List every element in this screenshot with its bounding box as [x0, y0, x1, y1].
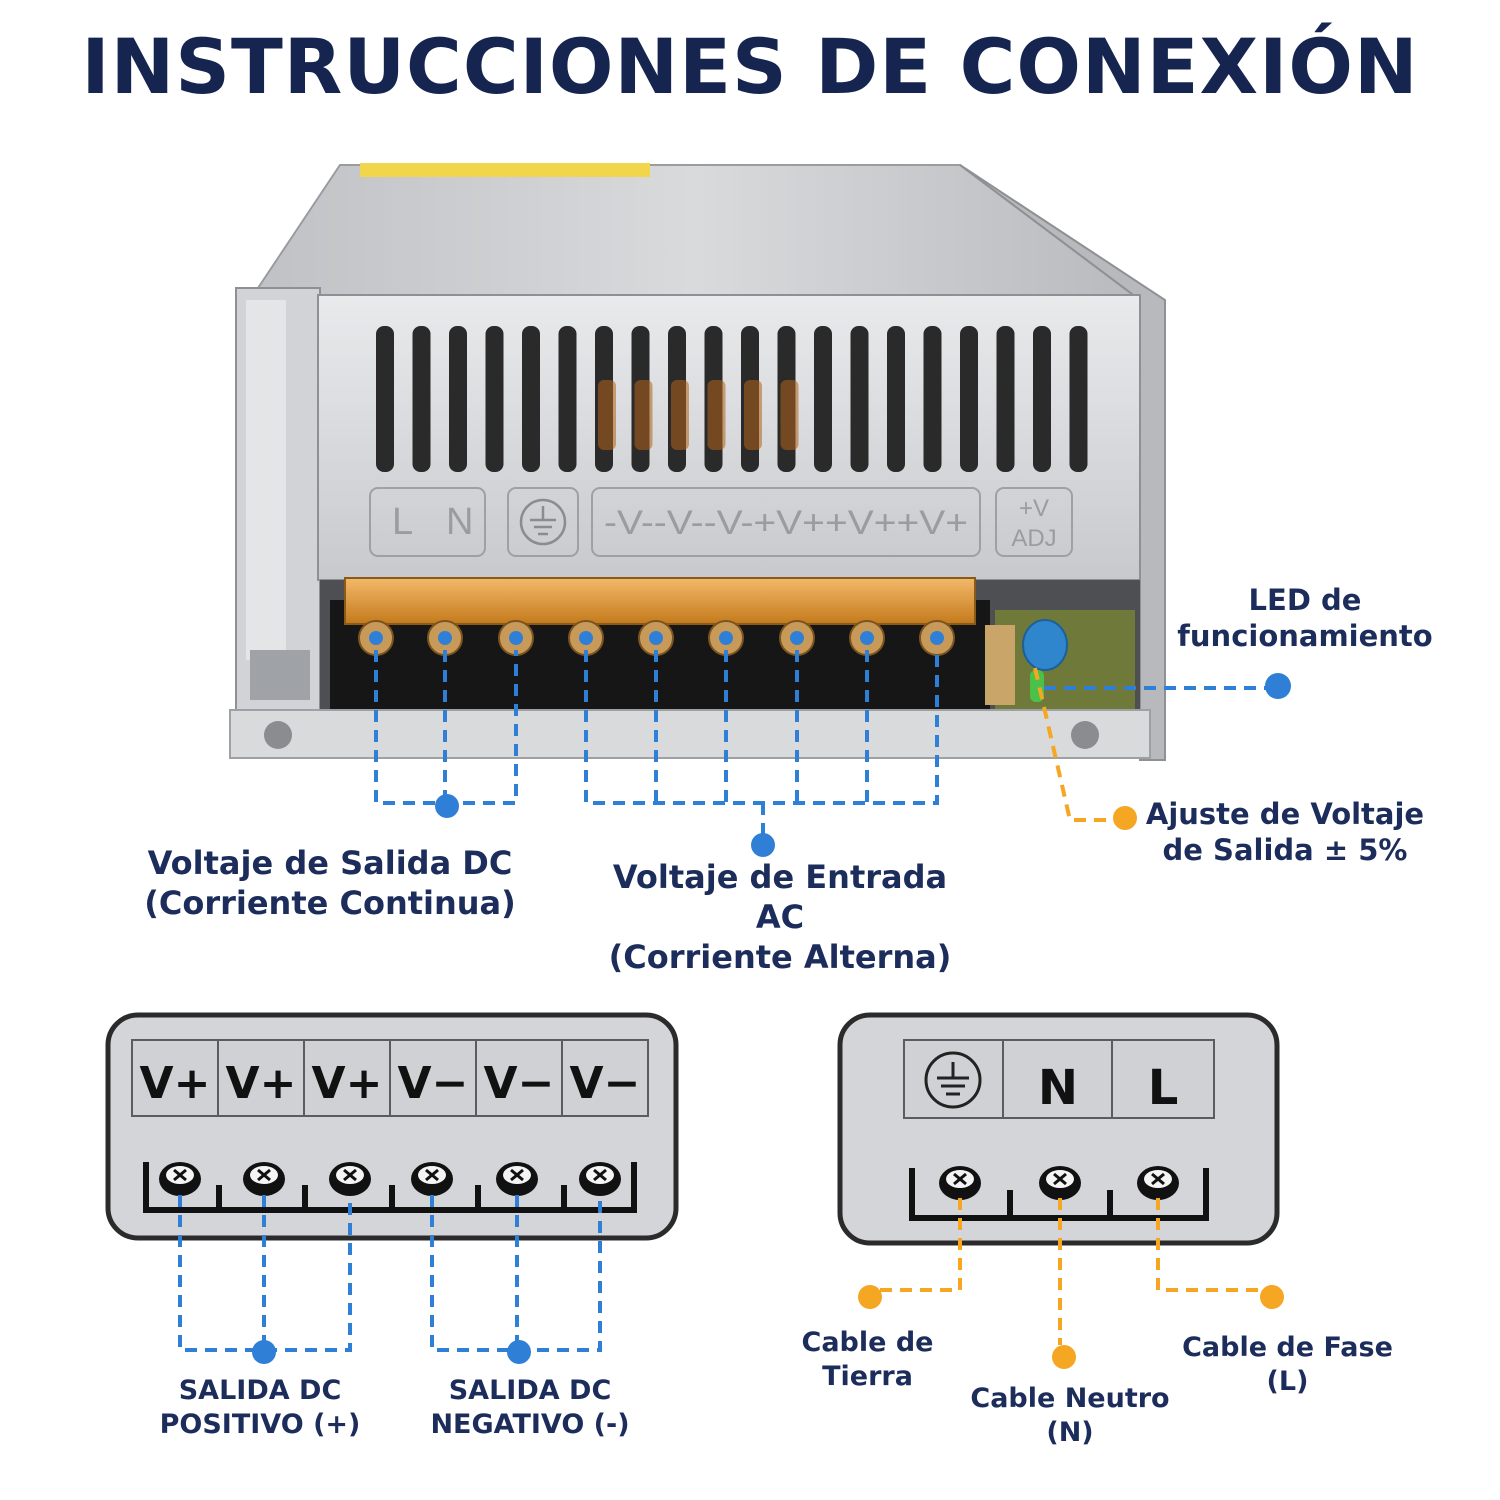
terminal-dot — [790, 631, 804, 645]
panel-label-adj-top: +V — [1019, 495, 1049, 522]
power-supply-device — [229, 163, 1166, 761]
terminal-dot — [860, 631, 874, 645]
dc-negative-line — [430, 1195, 602, 1352]
connector-dot — [751, 833, 775, 857]
vent-slot — [923, 326, 942, 472]
dc-terminal-label: V+ — [312, 1058, 383, 1109]
adjust-potentiometer — [1022, 619, 1068, 671]
vent-slot — [412, 326, 431, 472]
connector-dot — [252, 1340, 276, 1364]
panel-label-adj-bottom: ADJ — [1011, 525, 1056, 552]
panel-ground-icon — [519, 498, 567, 546]
dc-terminal-label: V+ — [226, 1058, 297, 1109]
terminal-dot — [649, 631, 663, 645]
vent-slot — [1069, 326, 1088, 472]
terminal-dot — [719, 631, 733, 645]
callout-ac-input: Voltaje de Entrada AC(Corriente Alterna) — [608, 858, 952, 976]
coil-glimpse — [598, 380, 616, 450]
earth-line — [880, 1198, 962, 1292]
vent-slot — [376, 326, 394, 472]
ac-terminal-n: N — [1038, 1060, 1078, 1116]
vent-slot — [558, 326, 577, 472]
vent-slots — [376, 326, 1088, 472]
terminal-screws — [358, 620, 955, 656]
connector-dot — [507, 1340, 531, 1364]
vent-slot — [850, 326, 869, 472]
ac-terminal-l: L — [1148, 1060, 1179, 1116]
label-neutral-cable: Cable Neutro(N) — [970, 1383, 1170, 1448]
dc-terminal-label: V− — [484, 1058, 555, 1109]
vent-slot — [449, 326, 467, 472]
adjust-line — [1033, 667, 1115, 822]
terminal-dot — [930, 631, 944, 645]
dc-terminal-label: V− — [398, 1058, 469, 1109]
terminal-dot — [579, 631, 593, 645]
callout-dc-output: Voltaje de Salida DC(Corriente Continua) — [144, 844, 516, 922]
coil-glimpse — [744, 380, 762, 450]
vent-slot — [960, 326, 978, 472]
connector-dot — [435, 794, 459, 818]
coil-glimpse — [780, 380, 799, 450]
page-title: INSTRUCCIONES DE CONEXIÓN — [81, 22, 1419, 111]
vent-slot — [887, 326, 905, 472]
dc-terminal-label: V+ — [140, 1058, 211, 1109]
connector-dot — [1260, 1285, 1284, 1309]
vent-slot — [485, 326, 504, 472]
terminal-dot — [369, 631, 383, 645]
connector-dot — [1113, 806, 1137, 830]
bottom-connector-lines — [178, 1195, 1284, 1369]
panel-label-l: L — [392, 501, 413, 543]
panel-label-n: N — [446, 501, 473, 543]
vent-slot — [1033, 326, 1051, 472]
label-phase-cable: Cable de Fase(L) — [1182, 1332, 1393, 1397]
ground-icon — [924, 1051, 982, 1109]
coil-glimpse — [671, 380, 689, 450]
vent-slot — [814, 326, 832, 472]
dc-terminal-label: V− — [570, 1058, 641, 1109]
connector-dot — [1052, 1345, 1076, 1369]
connector-dot — [1265, 673, 1291, 699]
panel-label-dc: -V--V--V-+V++V++V+ — [604, 504, 968, 542]
ac-terminal-box — [837, 1012, 1280, 1246]
dc-terminal-box — [105, 1012, 679, 1241]
coil-glimpse — [634, 380, 653, 450]
terminal-dot — [509, 631, 523, 645]
connector-dot — [858, 1285, 882, 1309]
terminal-dot — [438, 631, 452, 645]
vent-slot — [996, 326, 1015, 472]
coil-glimpse — [707, 380, 726, 450]
top-connector-lines — [374, 650, 1291, 857]
phase-line — [1156, 1198, 1262, 1292]
vent-slot — [522, 326, 540, 472]
